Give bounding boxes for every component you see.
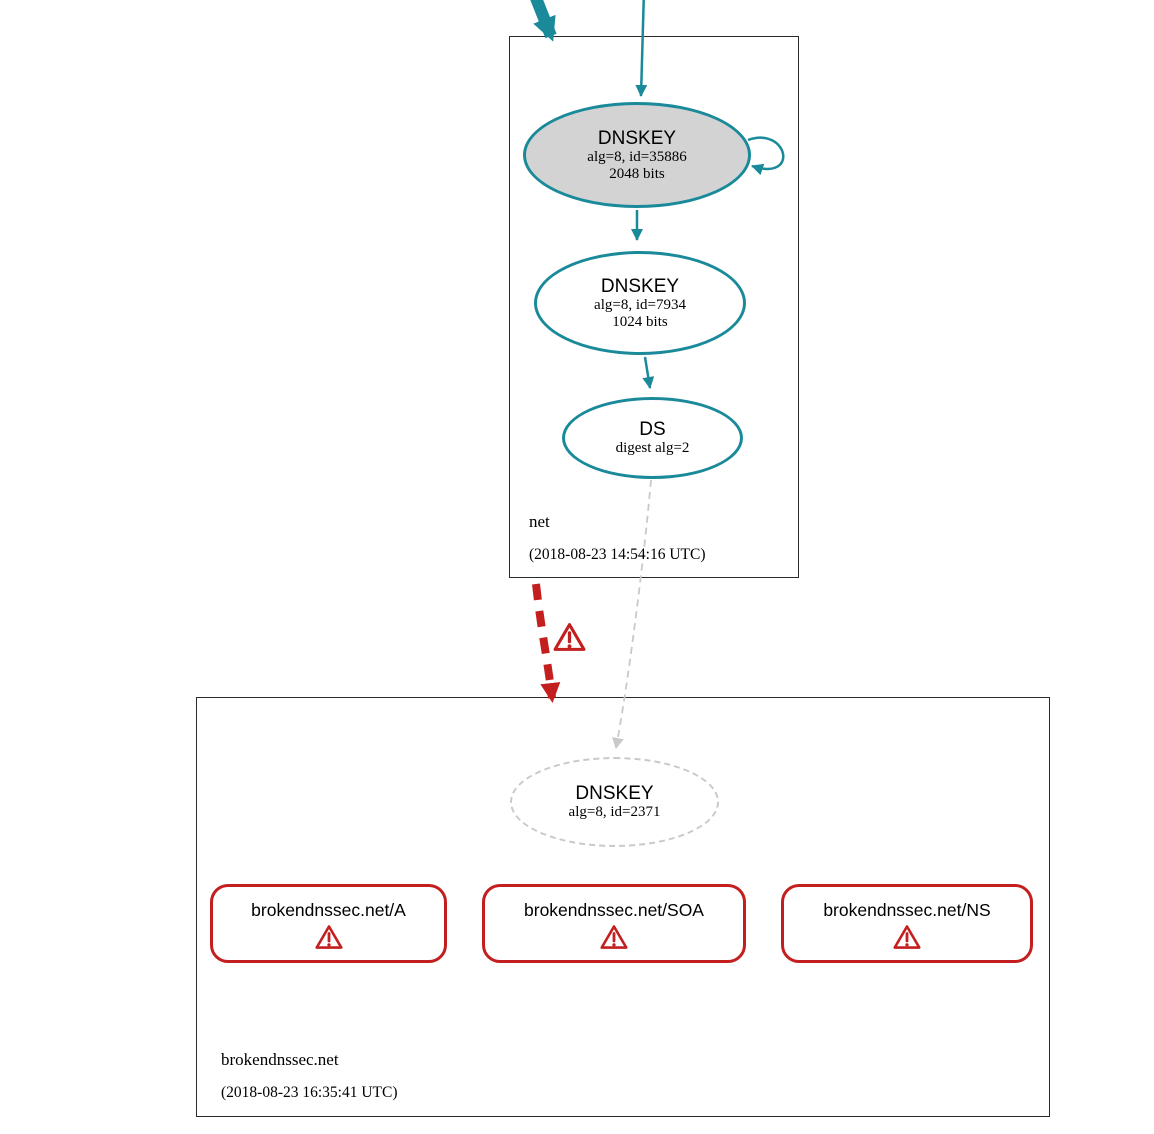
node-meta: alg=8, id=35886 [587,148,687,165]
warning-icon [553,622,586,652]
node-meta: digest alg=2 [615,440,690,457]
node-title: DNSKEY [600,275,680,297]
zone-name-net: net [529,512,550,531]
warning-icon [314,924,343,949]
rrset-brokendnssec-ns[interactable]: brokendnssec.net/NS [781,884,1033,963]
node-bits: 2048 bits [609,165,665,182]
node-net-zsk[interactable]: DNSKEY alg=8, id=7934 1024 bits [534,251,746,355]
node-meta: alg=8, id=2371 [568,804,661,821]
node-broken-dnskey[interactable]: DNSKEY alg=8, id=2371 [510,757,719,847]
node-net-ksk[interactable]: DNSKEY alg=8, id=35886 2048 bits [523,102,751,208]
warning-icon [893,924,921,949]
edge-bogus-delegation [532,583,561,703]
node-bits: 1024 bits [612,313,668,330]
zone-timestamp-net: (2018-08-23 14:54:16 UTC) [529,546,706,563]
node-title: DNSKEY [597,127,677,149]
rrset-label: brokendnssec.net/NS [823,899,991,920]
rrset-label: brokendnssec.net/SOA [524,899,704,920]
zone-timestamp-brokendnssec: (2018-08-23 16:35:41 UTC) [221,1084,398,1101]
rrset-label: brokendnssec.net/A [251,899,406,920]
rrset-brokendnssec-soa[interactable]: brokendnssec.net/SOA [482,884,746,963]
node-title: DNSKEY [575,782,654,804]
warning-icon [600,924,628,949]
node-meta: alg=8, id=7934 [594,296,686,313]
node-net-ds[interactable]: DS digest alg=2 [562,397,743,479]
rrset-brokendnssec-a[interactable]: brokendnssec.net/A [210,884,447,963]
node-title: DS [639,418,666,440]
zone-name-brokendnssec: brokendnssec.net [221,1050,339,1069]
edge-parent-delegation [530,0,557,42]
